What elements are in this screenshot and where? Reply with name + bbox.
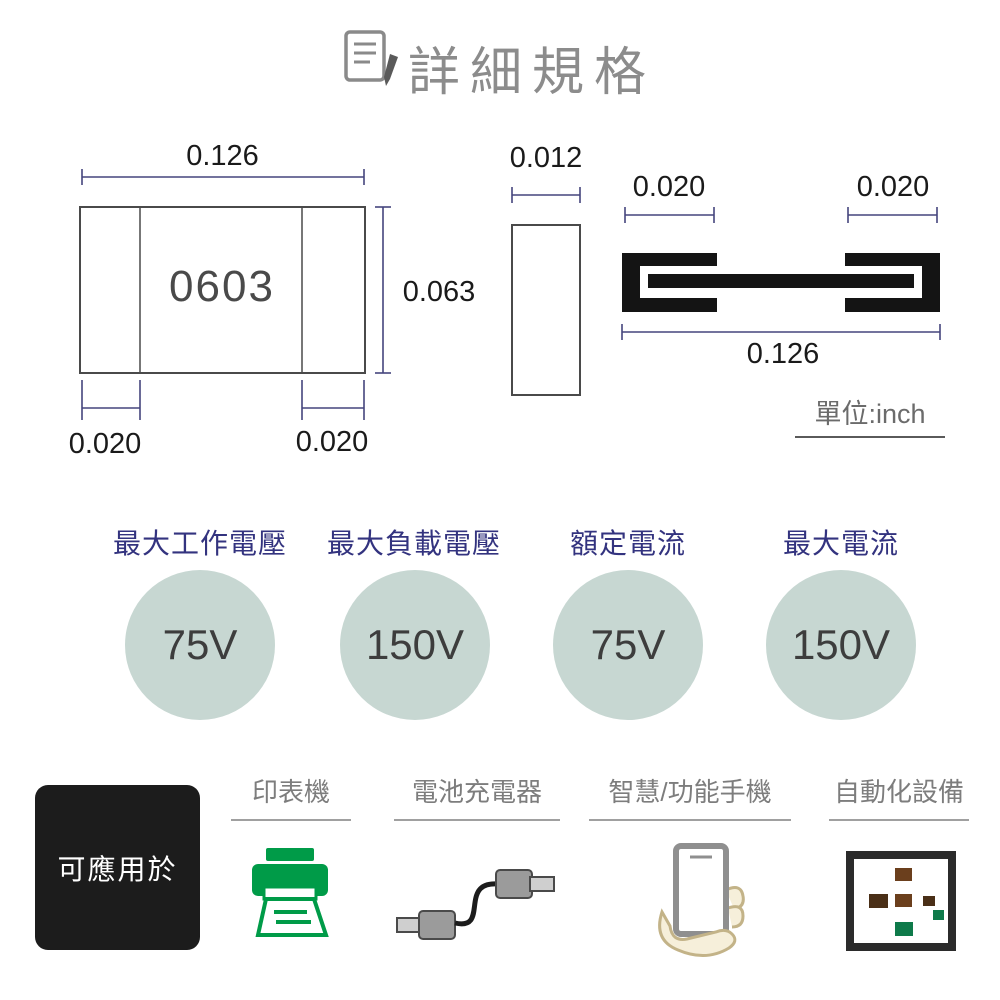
- phone-in-hand-icon: [658, 843, 745, 957]
- unit-label: 單位:inch: [795, 392, 945, 438]
- dim-top-width: 0.126: [186, 140, 259, 172]
- app-label-charger: 電池充電器: [394, 772, 560, 821]
- top-view-outline: [79, 206, 366, 374]
- applications-panel: 可應用於: [35, 785, 200, 950]
- charger-cable-icon: [396, 869, 555, 940]
- dim-top-height: 0.063: [402, 276, 476, 308]
- app-label-phone: 智慧/功能手機: [589, 772, 791, 821]
- dim-profile-left-terminal: 0.020: [632, 171, 706, 203]
- page-title: 詳細規格: [408, 44, 657, 102]
- spec-value: 150V: [791, 621, 891, 668]
- spec-circle-rated-current: 75V: [553, 570, 703, 720]
- spec-circle-max-working-voltage: 75V: [125, 570, 275, 720]
- spec-value: 75V: [162, 621, 238, 668]
- dimension-drawing: [79, 169, 941, 420]
- app-label-automation: 自動化設備: [829, 772, 969, 821]
- spec-circle-max-load-voltage: 150V: [340, 570, 490, 720]
- part-number: 0603: [169, 262, 275, 311]
- dimension-lines: [81, 169, 941, 420]
- dim-profile-right-terminal: 0.020: [856, 171, 930, 203]
- document-pen-icon: [344, 30, 398, 86]
- side-view-outline: [511, 224, 581, 396]
- spec-label-rated-current: 額定電流: [569, 528, 686, 559]
- spec-label-max-working-voltage: 最大工作電壓: [112, 528, 287, 559]
- dim-right-pad: 0.020: [295, 426, 369, 458]
- spec-circle-max-current: 150V: [766, 570, 916, 720]
- dim-left-pad: 0.020: [68, 428, 142, 460]
- spec-value: 150V: [365, 621, 465, 668]
- automation-equipment-icon: [846, 851, 956, 951]
- printer-icon: [252, 848, 329, 937]
- dim-profile-length: 0.126: [746, 338, 820, 370]
- profile-view-shape: [622, 253, 940, 312]
- applications-heading: 可應用於: [57, 853, 178, 885]
- spec-value: 75V: [590, 621, 666, 668]
- app-label-printer: 印表機: [231, 772, 351, 821]
- spec-label-max-current: 最大電流: [782, 528, 899, 559]
- dim-side-thickness: 0.012: [509, 142, 583, 174]
- spec-label-max-load-voltage: 最大負載電壓: [326, 528, 501, 559]
